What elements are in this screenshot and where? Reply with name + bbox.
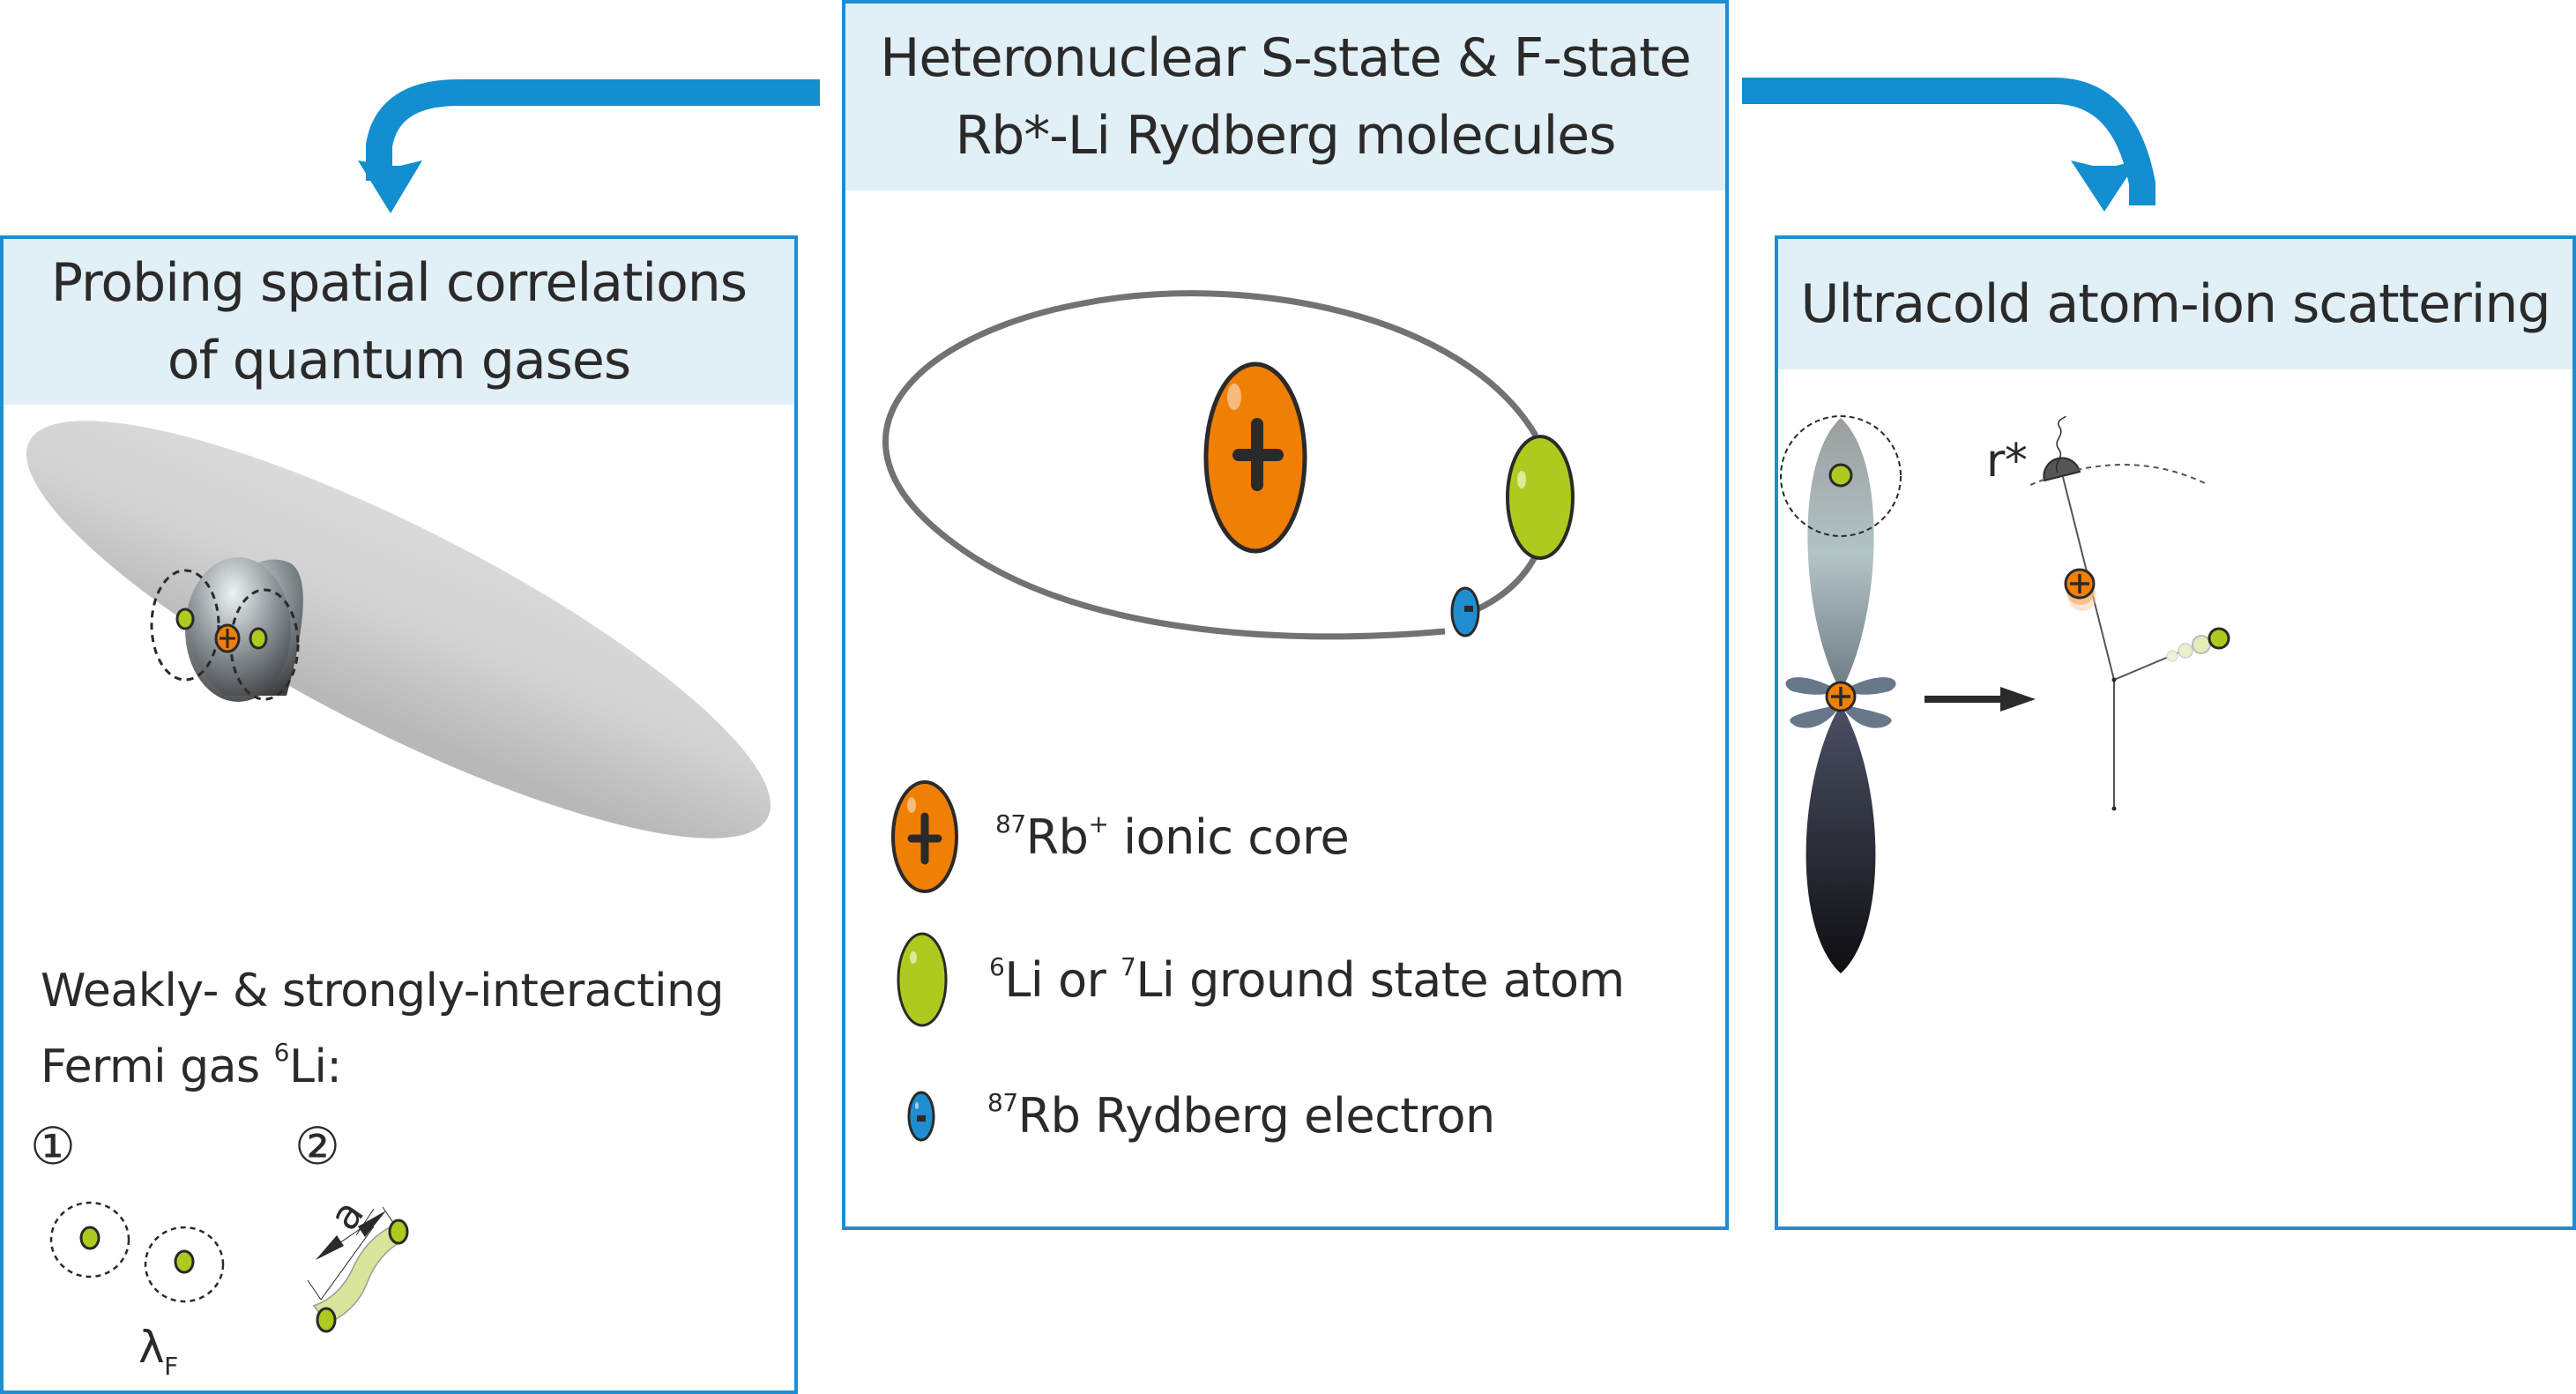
rstar-radius-circle	[1780, 415, 1902, 537]
fermi-wavelength-circle	[144, 1226, 225, 1303]
legend-label: 6Li or 7Li ground state atom	[989, 951, 1625, 1008]
panel-title-line2: of quantum gases	[167, 330, 631, 391]
rstar-label: r*	[1986, 435, 2028, 488]
arrow-to-left-panel	[358, 79, 820, 213]
panel-rydberg-molecules: Heteronuclear S-state & F-state Rb*-Li R…	[842, 0, 1729, 1230]
orbital-lower-lobe	[1805, 704, 1876, 973]
weakly-interacting-illustration	[49, 1201, 225, 1303]
scattering-illustration	[1780, 415, 2230, 973]
gas-cloud-ellipsoid	[26, 421, 771, 839]
fermi-gas-description: Weakly- & strongly-interacting Fermi gas…	[41, 953, 725, 1105]
li-atom-icon	[388, 1219, 409, 1245]
case-1-label: ①	[30, 1116, 76, 1176]
li-atom-icon	[175, 608, 195, 630]
li-atom-icon	[174, 1249, 195, 1274]
panel-spatial-correlations: Probing spatial correlations of quantum …	[0, 235, 798, 1394]
orbital-upper-lobe	[1807, 418, 1874, 691]
legend-item-li-atom: 6Li or 7Li ground state atom	[896, 931, 1625, 1028]
ion-plus-icon	[891, 780, 958, 893]
scattered-li-atom-icon	[2207, 627, 2230, 650]
arrow-to-right-panel	[1742, 78, 2155, 212]
electron-minus-icon	[907, 1091, 935, 1141]
legend-item-rydberg-electron: 87Rb Rydberg electron	[906, 1088, 1495, 1144]
case-2-label: ②	[294, 1116, 340, 1176]
rydberg-molecule-illustration	[882, 290, 1575, 640]
fermi-gas-line2: Fermi gas 6Li:	[41, 1038, 342, 1094]
li-atom-icon	[1828, 463, 1853, 488]
panel-atom-ion-scattering: Ultracold atom-ion scattering	[1775, 235, 2576, 1230]
panel-title-line1: Heteronuclear S-state & F-state	[880, 27, 1691, 89]
panel-title-line1: Probing spatial correlations	[50, 252, 748, 314]
panel-header: Heteronuclear S-state & F-state Rb*-Li R…	[845, 4, 1725, 190]
panel-title-line2: Rb*-Li Rydberg molecules	[955, 105, 1617, 167]
electron-orbit	[882, 290, 1539, 640]
detector-signal-wire	[2055, 415, 2066, 473]
li-ground-state-atom-icon	[1506, 435, 1575, 560]
panel-header: Probing spatial correlations of quantum …	[4, 239, 794, 405]
legend-label: 87Rb Rydberg electron	[987, 1088, 1495, 1144]
orbital-side-lobes	[1785, 677, 1896, 695]
panel-header: Ultracold atom-ion scattering	[1778, 239, 2572, 369]
dashed-radius-circle	[150, 569, 220, 682]
legend-item-ionic-core: 87Rb+ ionic core	[890, 779, 1350, 894]
li-atom-icon	[316, 1307, 337, 1333]
fermi-gas-line1: Weakly- & strongly-interacting	[41, 965, 725, 1018]
strongly-interacting-illustration	[307, 1206, 409, 1333]
legend-label: 87Rb+ ionic core	[995, 809, 1350, 865]
li-atom-icon	[79, 1226, 101, 1250]
atom-green-icon	[897, 932, 948, 1027]
quantum-gas-cloud-illustration	[26, 421, 771, 839]
panel-title: Ultracold atom-ion scattering	[1800, 273, 2550, 335]
li-atom-icon	[249, 627, 268, 650]
fermi-wavelength-circle	[49, 1201, 130, 1278]
fermi-wavelength-label: λF	[138, 1322, 178, 1381]
